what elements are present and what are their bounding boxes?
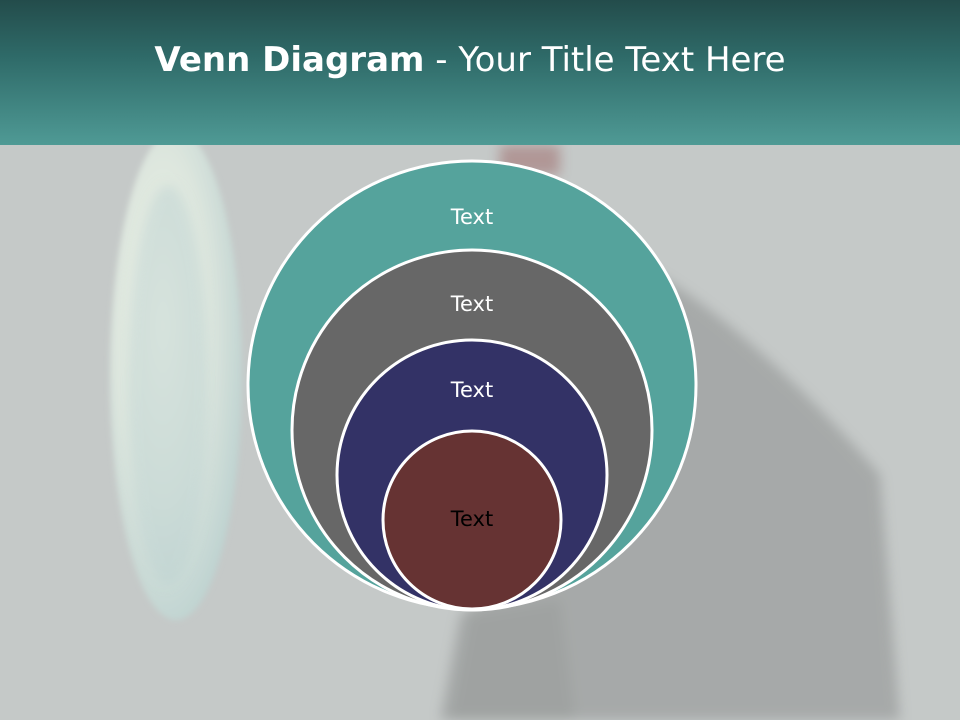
venn-label-second: Text: [450, 292, 493, 316]
title-rest: - Your Title Text Here: [424, 40, 786, 80]
title-bar: Venn Diagram - Your Title Text Here: [0, 0, 960, 145]
lens-shape: [110, 145, 242, 620]
venn-label-inner: Text: [450, 507, 493, 531]
title-bold: Venn Diagram: [154, 40, 425, 80]
venn-label-third: Text: [450, 378, 493, 402]
venn-circle-inner: [381, 429, 563, 611]
slide-title: Venn Diagram - Your Title Text Here: [0, 40, 940, 80]
venn-label-outer: Text: [450, 205, 493, 229]
